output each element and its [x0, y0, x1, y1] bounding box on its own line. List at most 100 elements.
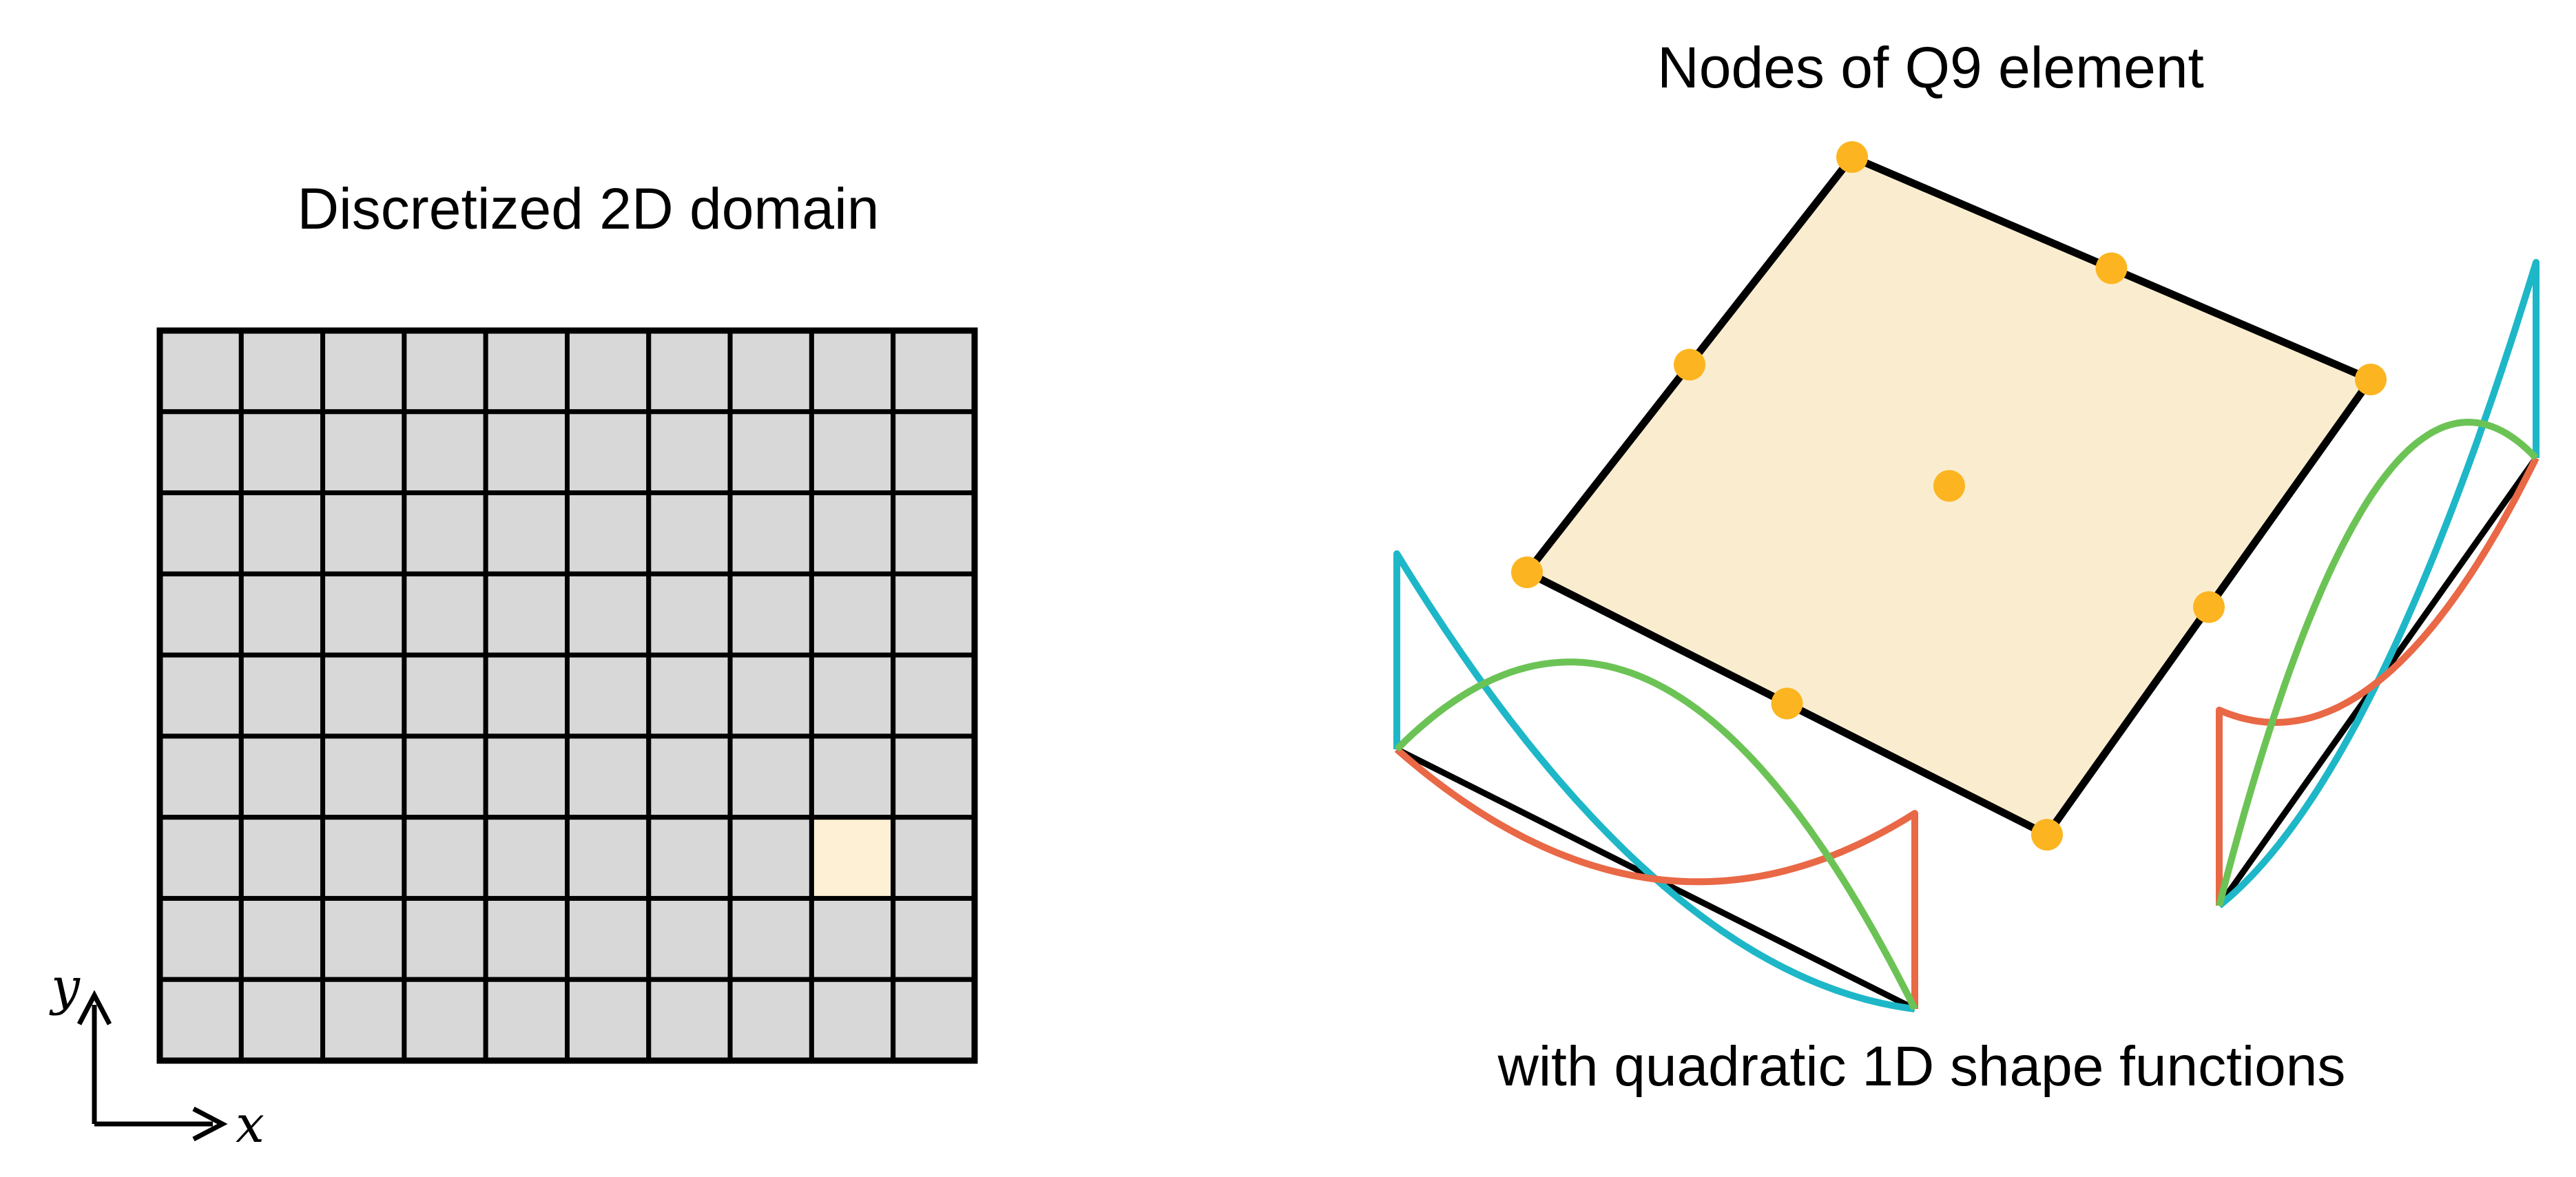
grid-cell [402, 977, 488, 1063]
grid-cell [727, 652, 814, 739]
grid-cell [320, 490, 407, 576]
grid-cell [565, 815, 652, 901]
grid-cell [809, 652, 896, 739]
grid-cell [727, 977, 814, 1063]
grid-cell [483, 815, 570, 901]
grid-cell [565, 977, 652, 1063]
grid-cell [891, 409, 977, 496]
grid-cell [891, 733, 977, 820]
left-panel-title: Discretized 2D domain [297, 176, 879, 241]
grid-cell [891, 571, 977, 658]
grid-cell [891, 815, 977, 901]
grid-cell [565, 895, 652, 982]
grid-cell [402, 733, 488, 820]
grid-cell [157, 815, 244, 901]
grid-cell [320, 571, 407, 658]
caption-text: with quadratic 1D shape functions [1497, 1035, 2346, 1098]
shape-function-plot [1393, 550, 1918, 1012]
grid-cell [320, 815, 407, 901]
grid-cell [402, 815, 488, 901]
grid-cell [157, 409, 244, 496]
element-grid [156, 327, 978, 1064]
x-axis-label: x [236, 1095, 264, 1154]
grid-cell [157, 328, 244, 415]
node-dot [1836, 141, 1868, 173]
grid-cell [809, 490, 896, 576]
grid-outer-border [156, 327, 978, 1064]
grid-cell [157, 490, 244, 576]
node-dot [2355, 364, 2387, 395]
grid-cell [483, 571, 570, 658]
orange-shape-function-curve [2216, 456, 2539, 906]
orange-shape-function-curve [1394, 747, 1918, 1009]
grid-cell [727, 815, 814, 901]
x-axis-arrowhead-icon [192, 1106, 228, 1142]
grid-cell [565, 409, 652, 496]
grid-cell [402, 328, 488, 415]
grid-cell [727, 409, 814, 496]
q9-element-panel: Nodes of Q9 element with quadratic 1D sh… [1393, 35, 2539, 1098]
grid-cell [565, 652, 652, 739]
node-dot [1771, 687, 1803, 720]
q9-nodes [1511, 141, 2387, 851]
grid-cell [238, 733, 326, 820]
grid-cell [320, 652, 407, 739]
node-dot [1511, 556, 1543, 588]
grid-cell [809, 571, 896, 658]
grid-cell [565, 571, 652, 658]
y-axis-arrowhead-icon [76, 990, 112, 1025]
grid-cell [809, 409, 896, 496]
grid-cell [157, 571, 244, 658]
grid-cell [483, 895, 570, 982]
shape-function-plot [2216, 259, 2539, 908]
grid-cell [891, 328, 977, 415]
green-shape-function-curve [2216, 419, 2539, 907]
grid-cell [646, 977, 733, 1063]
grid-cell [483, 409, 570, 496]
grid-cell [238, 328, 326, 415]
grid-cell [646, 815, 733, 901]
node-dot [1933, 470, 1965, 502]
grid-cell [402, 409, 488, 496]
grid-cell [320, 409, 407, 496]
grid-cell [727, 733, 814, 820]
grid-cell [727, 328, 814, 415]
node-dot [2095, 252, 2128, 284]
grid-cell [646, 490, 733, 576]
grid-cell [646, 328, 733, 415]
node-dot [1674, 348, 1705, 381]
grid-cell [809, 977, 896, 1063]
grid-cell [646, 895, 733, 982]
grid-cell [483, 733, 570, 820]
grid-cell [646, 571, 733, 658]
grid-cell [320, 977, 407, 1063]
grid-cell [157, 895, 244, 982]
grid-cell [238, 652, 326, 739]
grid-cell [320, 895, 407, 982]
grid-cell [483, 977, 570, 1063]
grid-cell [809, 733, 896, 820]
node-dot [2031, 819, 2063, 851]
node-dot [2193, 591, 2225, 623]
shape-function-plots [1393, 259, 2539, 1012]
grid-cell [238, 571, 326, 658]
grid-cell [483, 652, 570, 739]
grid-cell [402, 652, 488, 739]
grid-cell [238, 815, 326, 901]
grid-cell [402, 571, 488, 658]
grid-cell [320, 733, 407, 820]
grid-cell [238, 409, 326, 496]
grid-cell [809, 328, 896, 415]
grid-cell [891, 977, 977, 1063]
grid-cell [646, 409, 733, 496]
grid-cell [402, 895, 488, 982]
grid-cell [157, 733, 244, 820]
grid-cell [402, 490, 488, 576]
grid-cell [646, 652, 733, 739]
grid-cell [565, 328, 652, 415]
discretized-domain-panel: Discretized 2D domain y x [49, 176, 978, 1154]
grid-cell [157, 977, 244, 1063]
grid-cell [727, 895, 814, 982]
